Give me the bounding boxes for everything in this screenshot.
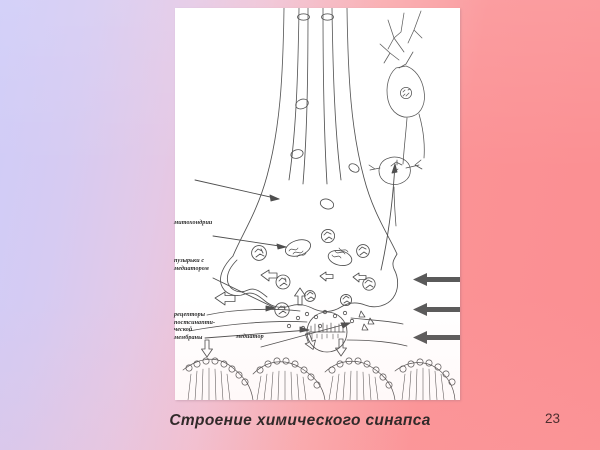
figure-panel xyxy=(175,8,460,400)
neuron-sketch xyxy=(368,10,425,227)
synaptic-vesicle xyxy=(362,277,376,291)
synaptic-vesicle xyxy=(339,293,353,307)
stimulus-arrows xyxy=(413,273,460,344)
synaptic-vesicles xyxy=(251,228,376,318)
postsynaptic-membrane xyxy=(182,357,456,400)
label-mediator: медиатор xyxy=(236,334,264,340)
axon-organelles xyxy=(290,98,360,210)
synaptic-vesicle xyxy=(251,245,267,261)
page-number: 23 xyxy=(545,411,561,426)
diagram-ink xyxy=(182,8,460,400)
synaptic-vesicle xyxy=(320,228,336,244)
receptor-magnifier xyxy=(306,311,348,353)
axon-shaft xyxy=(232,8,398,257)
mitochondrion-organelle xyxy=(327,247,353,266)
mitochondrion-organelle xyxy=(284,239,312,258)
label-vesicles-with-mediator: пузырьки с медиатором xyxy=(174,258,209,272)
synaptic-vesicle xyxy=(304,290,316,302)
leader-lines xyxy=(194,163,398,348)
synaptic-cleft xyxy=(188,308,408,347)
synaptic-vesicle xyxy=(275,274,291,290)
synapse-diagram xyxy=(182,8,460,400)
synaptic-vesicle xyxy=(356,244,370,258)
label-mitochondria: митохондрии xyxy=(174,220,213,226)
synaptic-terminal xyxy=(220,253,399,312)
label-postsynaptic-receptors: рецепторы постсинапти- ческой мембраны xyxy=(174,312,216,341)
slide-caption: Строение химического синапса xyxy=(169,412,431,429)
